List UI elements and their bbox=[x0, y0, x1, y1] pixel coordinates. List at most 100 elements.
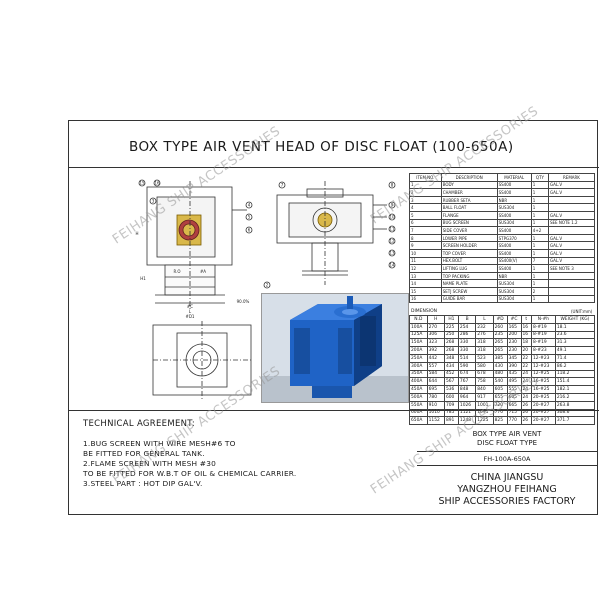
dimension-cell: 318 bbox=[475, 338, 494, 348]
bom-cell: SCREEN HOLDER bbox=[440, 241, 498, 250]
bom-table: ITEM NO. DESCRIPTION MATERIAL QTY REMARK… bbox=[409, 173, 596, 304]
dimension-cell: 1225 bbox=[475, 416, 494, 426]
dimension-cell: 540 bbox=[492, 377, 508, 387]
callout-10: 10 bbox=[389, 215, 395, 220]
product-photo bbox=[261, 293, 409, 403]
dimension-header-cell: N.D bbox=[409, 315, 428, 324]
dimension-cell: 452 bbox=[443, 369, 459, 379]
bom-cell: LIFTING LUG bbox=[440, 264, 498, 273]
title-divider bbox=[69, 167, 599, 168]
bom-cell: 7 bbox=[409, 226, 442, 235]
bom-cell: GAL.V bbox=[547, 180, 596, 190]
bom-cell bbox=[547, 279, 596, 288]
dimension-cell: 605 bbox=[506, 392, 522, 402]
bom-cell bbox=[547, 203, 596, 212]
bom-cell: GAL.V bbox=[547, 256, 596, 266]
dimension-cell: 182.1 bbox=[554, 385, 596, 394]
callout-3: 3 bbox=[152, 199, 155, 204]
callout-12: 12 bbox=[389, 239, 395, 244]
bom-header-item: ITEM NO. bbox=[409, 173, 442, 182]
bom-cell: NBR bbox=[496, 195, 532, 205]
dimension-cell: 23.6 bbox=[554, 330, 596, 340]
bom-cell: 12 bbox=[409, 264, 442, 273]
bom-cell: HEX.BOLT bbox=[440, 256, 498, 266]
dim-label-h: H bbox=[135, 231, 138, 236]
tech-note-4: TO BE FITTED FOR W.B.T OF OIL & CHEMICAL… bbox=[83, 469, 297, 478]
tech-note-2: BE FITTED FOR GENERAL TANK. bbox=[83, 449, 205, 458]
bom-cell: 2 bbox=[530, 286, 549, 296]
bom-cell: 2 bbox=[409, 188, 442, 197]
bom-cell: 1 bbox=[530, 210, 549, 220]
dimension-cell: 330 bbox=[457, 338, 477, 348]
dimension-cell: 1026 bbox=[457, 400, 477, 410]
dimension-cell: 323 bbox=[426, 338, 445, 348]
dimension-cell: 678 bbox=[475, 369, 494, 379]
dim-label-ro: R.O bbox=[173, 269, 180, 274]
dimension-cell: 400A bbox=[409, 377, 428, 387]
bom-header-description: DESCRIPTION bbox=[440, 173, 498, 182]
bom-cell: SUS304 bbox=[496, 203, 532, 212]
dimension-cell: 232 bbox=[475, 322, 494, 332]
bom-header-row: ITEM NO. DESCRIPTION MATERIAL QTY REMARK bbox=[409, 173, 596, 182]
product-name-line1: BOX TYPE AIR VENT bbox=[472, 430, 542, 438]
dim-label-a: #A bbox=[200, 269, 206, 274]
dimension-cell: 86.2 bbox=[554, 361, 596, 371]
bom-cell bbox=[547, 226, 596, 235]
dimension-cell: 71.4 bbox=[554, 353, 596, 363]
dimension-cell: 18 bbox=[520, 338, 532, 348]
dimension-cell: 891 bbox=[443, 416, 459, 426]
dimension-cell: 20-#27 bbox=[531, 400, 556, 410]
dimension-cell: 306 bbox=[426, 330, 445, 340]
bom-cell: 4+2 bbox=[530, 226, 549, 235]
dimension-header-cell: H1 bbox=[443, 315, 459, 324]
dimension-cell: 200A bbox=[409, 346, 428, 355]
dimension-cell: 263.8 bbox=[554, 400, 596, 410]
bom-cell: 14 bbox=[409, 279, 442, 288]
dimension-cell: 555 bbox=[506, 385, 522, 394]
bom-cell: FLANGE bbox=[440, 210, 498, 220]
company-line3: SHIP ACCESSORIES FACTORY bbox=[438, 496, 576, 507]
bom-cell: SS400 bbox=[496, 226, 532, 235]
bom-cell: TOP PACKING bbox=[440, 271, 498, 281]
dim-label-c: #C bbox=[187, 304, 193, 309]
dimension-cell: 260 bbox=[492, 322, 508, 332]
bom-cell: GAL.V bbox=[547, 210, 596, 220]
dimension-cell: 216.2 bbox=[554, 392, 596, 402]
bom-cell: SEE NOTE 1.2 bbox=[547, 218, 596, 228]
callout-5: 5 bbox=[248, 215, 251, 220]
dimension-cell: 709 bbox=[443, 400, 459, 410]
bom-cell: SS400 bbox=[496, 210, 532, 220]
bom-cell: SS400(V) bbox=[496, 256, 532, 266]
dimension-cell: 22 bbox=[520, 353, 532, 363]
tech-title: TECHNICAL AGREEMENT: bbox=[83, 419, 196, 429]
bom-cell: SS400 bbox=[496, 248, 532, 258]
dimension-cell: 8-#23 bbox=[531, 346, 556, 355]
dimension-cell: 16-#25 bbox=[531, 377, 556, 387]
dimension-cell: 254 bbox=[457, 322, 477, 332]
dimension-cell: 348 bbox=[443, 353, 459, 363]
dimension-cell: 235 bbox=[492, 330, 508, 340]
dimension-cell: 8-#19 bbox=[531, 338, 556, 348]
bom-cell: SUS304 bbox=[496, 286, 532, 296]
dimension-cell: 523 bbox=[475, 353, 494, 363]
dimension-header-cell: #C bbox=[506, 315, 522, 324]
dimension-header-cell: #D bbox=[492, 315, 508, 324]
dimension-cell: 24 bbox=[520, 385, 532, 394]
bom-cell: 1 bbox=[530, 248, 549, 258]
bom-cell: BALL FLOAT bbox=[440, 203, 498, 212]
dim-label-h1: H1 bbox=[140, 276, 146, 281]
dimension-cell: 250 bbox=[443, 330, 459, 340]
dimension-cell: 200 bbox=[506, 330, 522, 340]
dimension-header-cell: t bbox=[520, 315, 532, 324]
bom-cell: BUG SCREEN bbox=[440, 218, 498, 228]
